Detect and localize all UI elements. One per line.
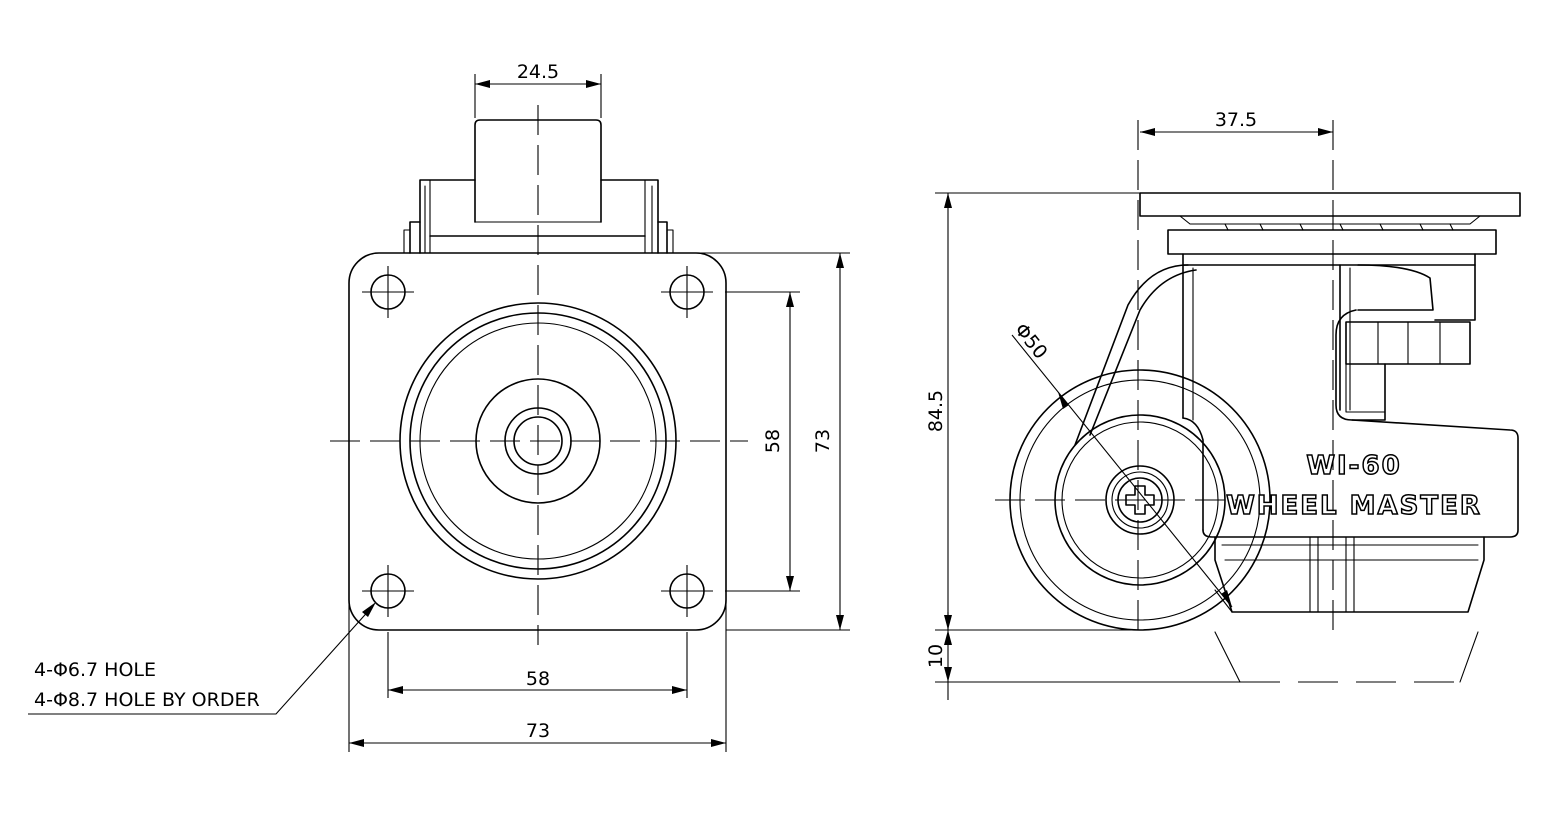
dim-hole-spacing-h: 58 [387,632,688,698]
hole-note-line-1: 4-Φ6.7 HOLE [34,659,156,681]
dim-adjust: 10 [925,612,1240,700]
dim-wheel-diameter-label: Φ50 [1010,319,1052,363]
dim-hole-spacing-v-label: 58 [762,429,784,453]
dim-offset: 37.5 [1140,109,1333,136]
top-mechanism [403,119,674,254]
brand-model: WI-60 [1306,451,1401,481]
dim-total-height-label: 84.5 [925,390,947,432]
mount-holes [362,266,713,617]
dim-total-height: 84.5 [925,192,1140,631]
dim-plate-height: 73 [700,252,850,631]
dim-hole-spacing-h-label: 58 [526,668,550,690]
side-view: 37.5 84.5 10 Φ50 WI-60 WHEEL MASTER [925,109,1521,700]
dim-top-width: 24.5 [474,61,602,118]
axle-screw-cross [1125,485,1155,515]
side-top-plate [1139,192,1521,217]
brand-name: WHEEL MASTER [1226,491,1482,521]
dim-hole-spacing-v: 58 [725,291,800,592]
dim-plate-width: 73 [348,600,727,752]
dim-top-width-label: 24.5 [517,61,559,83]
dim-wheel-diameter: Φ50 [1010,319,1233,608]
front-view: 24.5 58 73 58 73 4-Φ [28,61,850,752]
hole-note: 4-Φ6.7 HOLE 4-Φ8.7 HOLE BY ORDER [28,602,376,715]
dim-offset-label: 37.5 [1215,109,1257,131]
dim-plate-width-label: 73 [526,720,550,742]
dim-adjust-label: 10 [925,644,947,668]
hole-note-line-2: 4-Φ8.7 HOLE BY ORDER [34,689,260,711]
dim-plate-height-label: 73 [812,429,834,453]
